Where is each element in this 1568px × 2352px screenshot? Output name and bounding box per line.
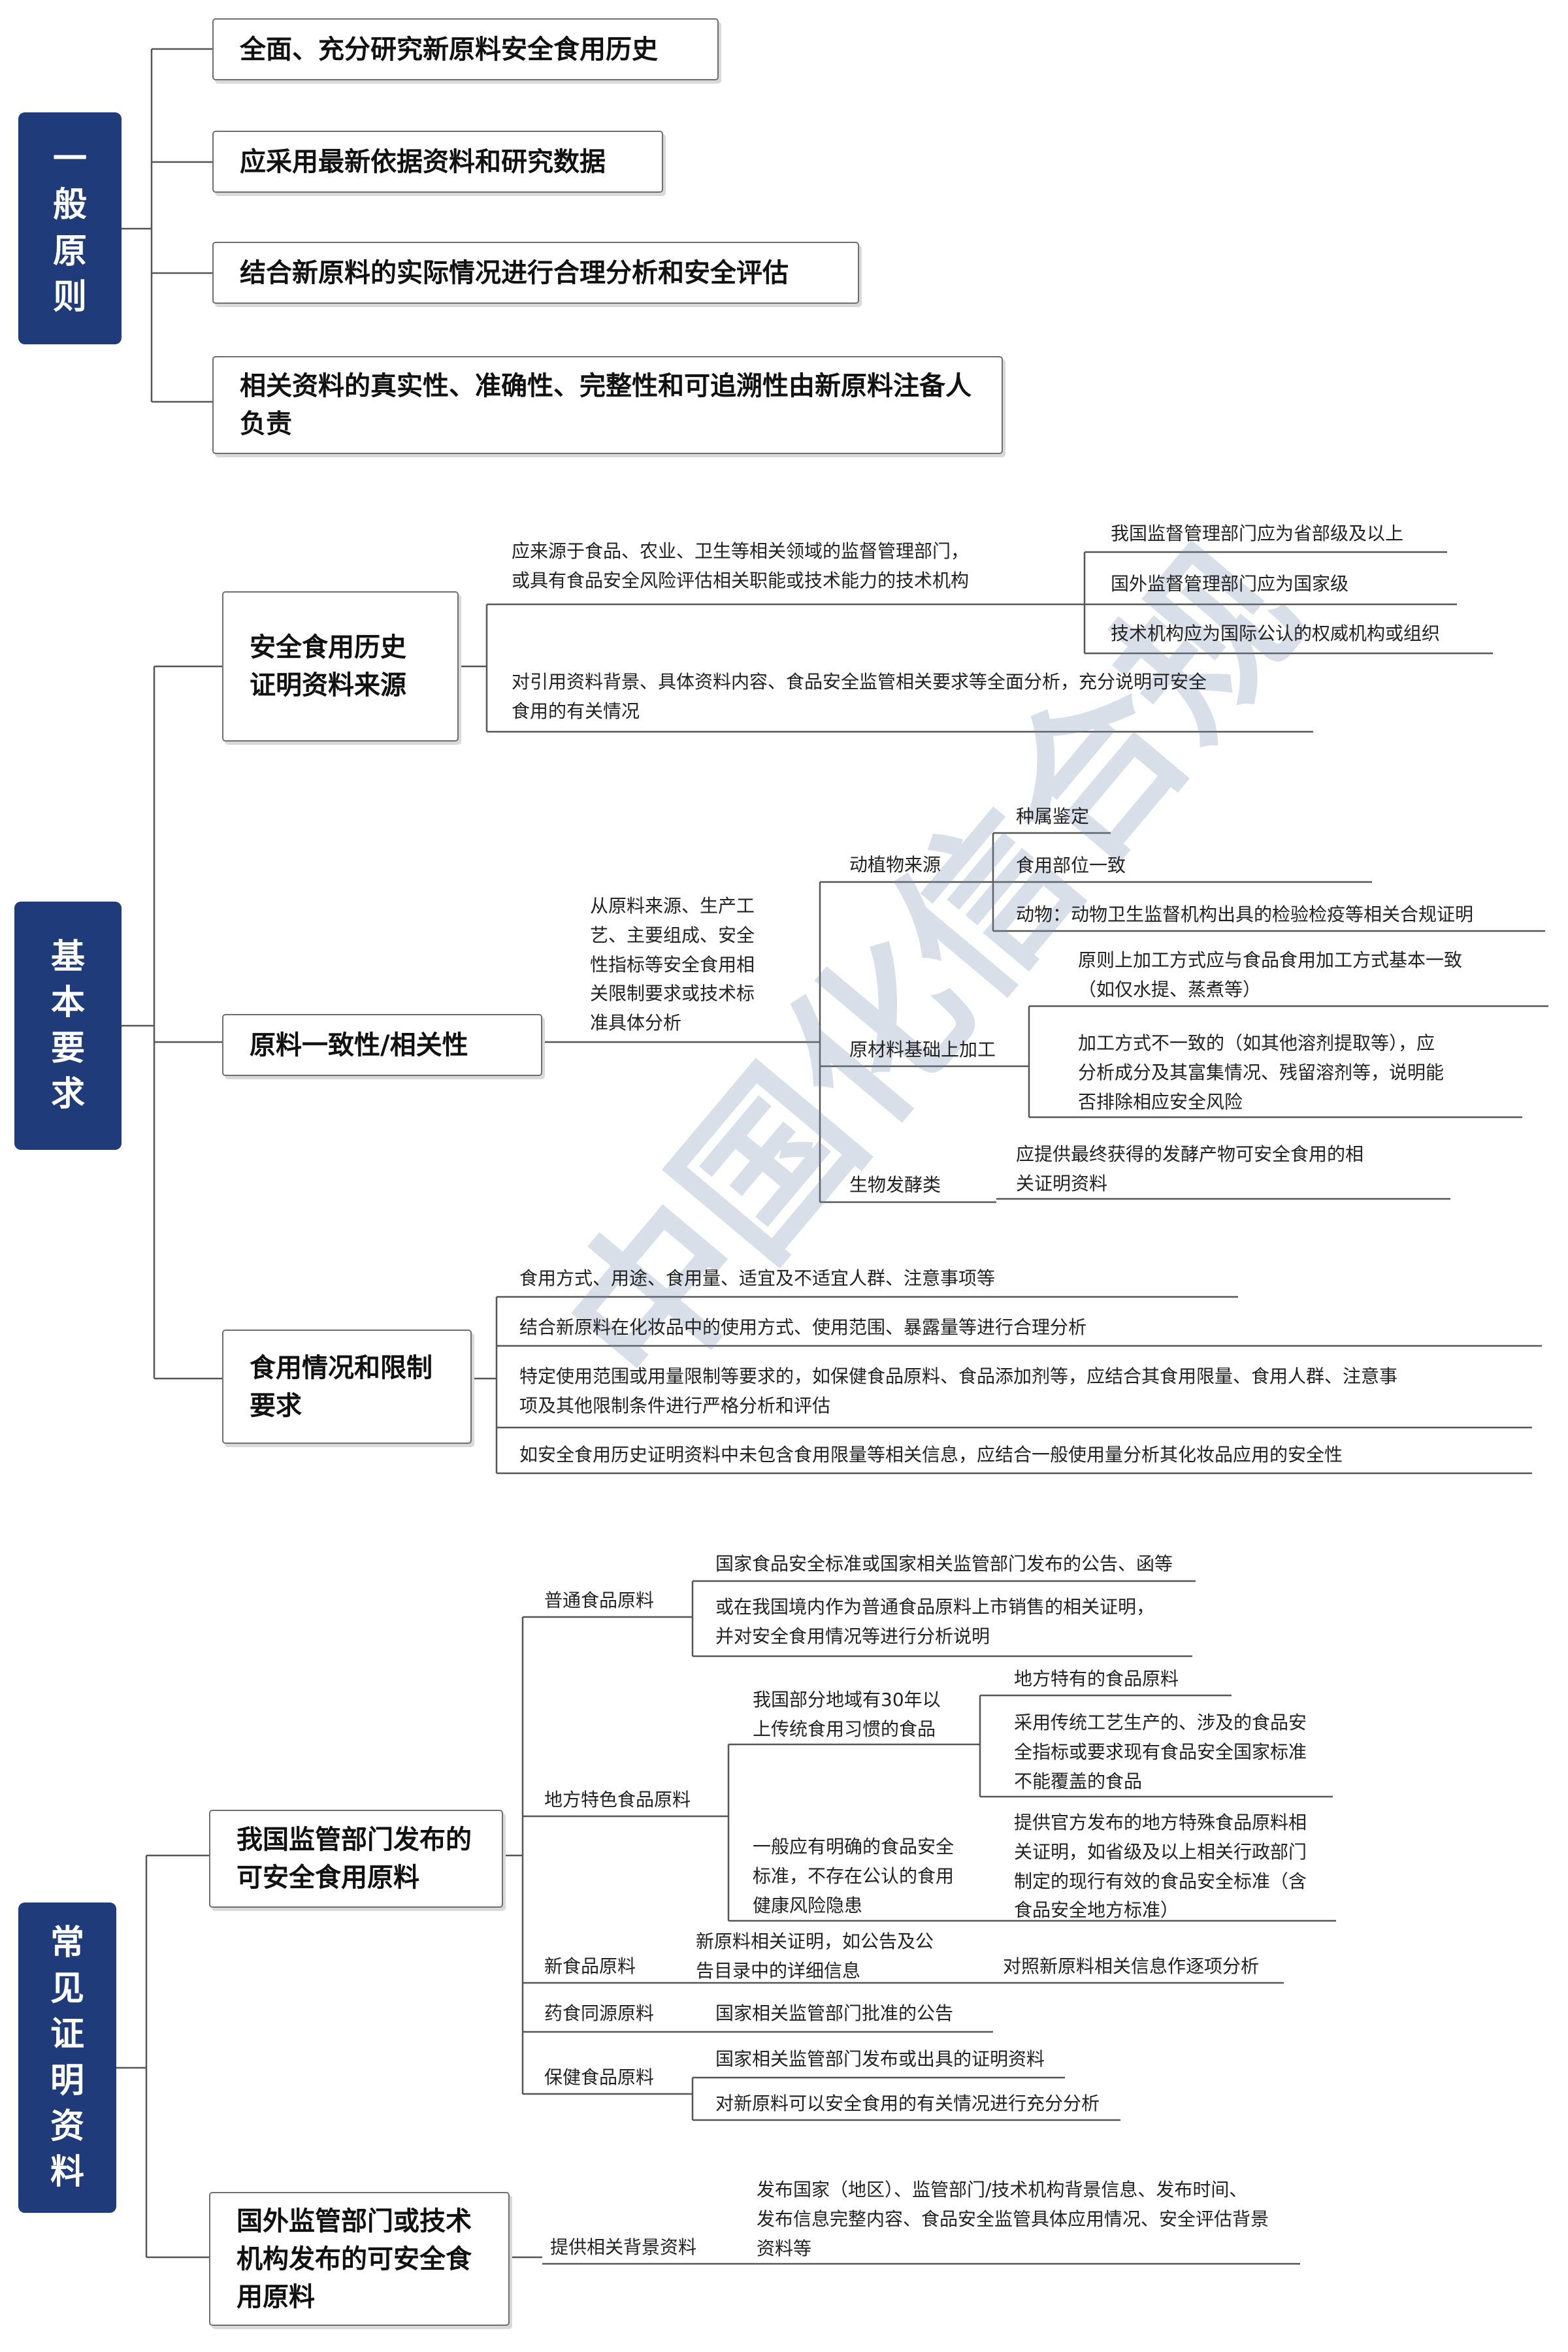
history-analysis: 对引用资料背景、具体资料内容、食品安全监管相关要求等全面分析，充分说明可安全 食… (512, 671, 1207, 722)
local-standard: 一般应有明确的食品安全 标准，不存在公认的食用 健康风险隐患 (753, 1836, 955, 1916)
section-basic-label: 基本要求 (50, 937, 85, 1115)
ordinary-item-market: 或在我国境内作为普通食品原料上市销售的相关证明， 并对安全食用情况等进行分析说明 (715, 1596, 1155, 1647)
new-food-proof: 新原料相关证明，如公告及公 告目录中的详细信息 (696, 1931, 934, 1982)
fermentation-source: 生物发酵类 (849, 1174, 941, 1196)
section-common: 常见证明资料 (18, 1903, 116, 2213)
usage-title: 食用情况和限制要求 (250, 1352, 433, 1421)
health-food: 保健食品原料 (544, 2066, 655, 2088)
local-food: 地方特色食品原料 (544, 1789, 691, 1810)
general-item-4: 相关资料的真实性、准确性、完整性和可追溯性由新原料注备人负责 (212, 356, 1003, 454)
plant-animal-source: 动植物来源 (849, 854, 941, 875)
foreign-box: 国外监管部门或技术机构发布的可安全食用原料 (209, 2192, 510, 2326)
processing-item-inconsistent: 加工方式不一致的（如其他溶剂提取等），应 分析成分及其富集情况、残留溶剂等，说明… (1078, 1032, 1445, 1113)
history-source-box: 安全食用历史证明资料来源 (222, 591, 459, 742)
local-tradition: 我国部分地域有30年以 上传统食用习惯的食品 (753, 1689, 941, 1740)
local-standard-item: 提供官方发布的地方特殊食品原料相 关证明，如省级及以上相关行政部门 制定的现行有… (1014, 1812, 1307, 1921)
consistency-box: 原料一致性/相关性 (222, 1014, 542, 1076)
foreign-provide: 提供相关背景资料 (550, 2236, 697, 2258)
usage-box: 食用情况和限制要求 (222, 1330, 472, 1444)
new-food: 新食品原料 (544, 1955, 636, 1977)
local-tradition-item-1: 地方特有的食品原料 (1014, 1668, 1179, 1690)
history-level-foreign: 国外监督管理部门应为国家级 (1111, 573, 1349, 595)
ordinary-item-standard: 国家食品安全标准或国家相关监管部门发布的公告、函等 (715, 1553, 1173, 1575)
usage-item-4: 如安全食用历史证明资料中未包含食用限量等相关信息，应结合一般使用量分析其化妆品应… (519, 1444, 1343, 1465)
plant-item-species: 种属鉴定 (1016, 806, 1090, 827)
history-level-institution: 技术机构应为国际公认的权威机构或组织 (1111, 623, 1441, 644)
history-source-text: 应来源于食品、农业、卫生等相关领域的监督管理部门， 或具有食品安全风险评估相关职… (512, 540, 970, 591)
section-common-label: 常见证明资料 (50, 1923, 84, 2192)
plant-item-animal: 动物：动物卫生监督机构出具的检验检疫等相关合规证明 (1016, 904, 1474, 925)
health-food-item-1: 国家相关监管部门发布或出具的证明资料 (715, 2048, 1045, 2070)
health-food-item-2: 对新原料可以安全食用的有关情况进行充分分析 (715, 2093, 1100, 2114)
foreign-title: 国外监管部门或技术机构发布的可安全食用原料 (237, 2206, 472, 2312)
general-item-2: 应采用最新依据资料和研究数据 (212, 131, 663, 193)
foreign-provide-item: 发布国家（地区）、监管部门/技术机构背景信息、发布时间、 发布信息完整内容、食品… (757, 2179, 1269, 2259)
domestic-title: 我国监管部门发布的可安全食用原料 (237, 1825, 472, 1893)
general-item-3: 结合新原料的实际情况进行合理分析和安全评估 (212, 242, 859, 304)
plant-item-part: 食用部位一致 (1016, 855, 1126, 876)
history-level-domestic: 我国监督管理部门应为省部级及以上 (1111, 523, 1404, 544)
usage-item-1: 食用方式、用途、食用量、适宜及不适宜人群、注意事项等 (519, 1267, 996, 1289)
section-basic: 基本要求 (14, 902, 122, 1150)
fermentation-item: 应提供最终获得的发酵产物可安全食用的相 关证明资料 (1016, 1143, 1364, 1194)
usage-item-3: 特定使用范围或用量限制等要求的，如保健食品原料、食品添加剂等，应结合其食用限量、… (519, 1365, 1398, 1416)
domestic-box: 我国监管部门发布的可安全食用原料 (209, 1810, 503, 1908)
consistency-desc: 从原料来源、生产工 艺、主要组成、安全 性指标等安全食用相 关限制要求或技术标 … (590, 895, 755, 1034)
new-food-analysis: 对照新原料相关信息作逐项分析 (1003, 1955, 1260, 1977)
history-source-title: 安全食用历史证明资料来源 (250, 632, 406, 700)
general-item-1: 全面、充分研究新原料安全食用历史 (212, 18, 719, 80)
processing-item-consistent: 原则上加工方式应与食品食用加工方式基本一致 （如仅水提、蒸煮等） (1078, 949, 1463, 1000)
section-general: 一般原则 (18, 112, 122, 344)
ordinary-food: 普通食品原料 (544, 1590, 655, 1611)
medicine-food-item: 国家相关监管部门批准的公告 (715, 2002, 954, 2024)
processing-source: 原材料基础上加工 (849, 1039, 996, 1060)
usage-item-2: 结合新原料在化妆品中的使用方式、使用范围、暴露量等进行合理分析 (519, 1316, 1087, 1338)
local-tradition-item-2: 采用传统工艺生产的、涉及的食品安 全指标或要求现有食品安全国家标准 不能覆盖的食… (1014, 1712, 1307, 1792)
medicine-food: 药食同源原料 (544, 2002, 655, 2024)
section-general-label: 一般原则 (52, 140, 87, 317)
